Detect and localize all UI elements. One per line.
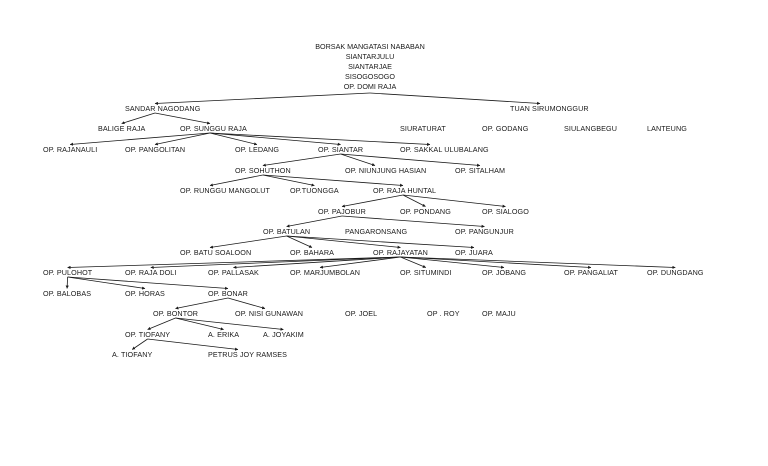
root-line: SISOGOSOGO <box>345 72 395 81</box>
node-tiofany: OP. TIOFANY <box>125 330 171 339</box>
root-ancestor-block: BORSAK MANGATASI NABABAN SIANTARJULU SIA… <box>300 42 440 92</box>
connector-raja_huntal-to-pajobur <box>341 194 404 208</box>
connector-siantar-to-niunjung <box>340 153 376 167</box>
node-roy: OP . ROY <box>427 309 460 318</box>
connector-rajayatan-to-marjumbolan <box>319 256 401 269</box>
node-bonar: OP. BONAR <box>208 289 248 298</box>
node-dungdang: OP. DUNGDANG <box>647 268 704 277</box>
node-batulan: OP. BATULAN <box>263 227 311 236</box>
node-pangunjur: OP. PANGUNJUR <box>455 227 514 236</box>
node-siantar: OP. SIANTAR <box>318 145 364 154</box>
node-joel: OP. JOEL <box>345 309 378 318</box>
node-marjumbolan: OP. MARJUMBOLAN <box>290 268 361 277</box>
node-sakkal-ulubalang: OP. SAKKAL ULUBALANG <box>400 145 489 154</box>
connector-raja_huntal-to-sialogo <box>402 194 506 208</box>
node-rajayatan: OP. RAJAYATAN <box>373 248 428 257</box>
node-sohuthon: OP. SOHUTHON <box>235 166 291 175</box>
connector-sunggu_raja-to-ledang <box>209 132 258 146</box>
connector-rajayatan-to-jobang <box>400 256 505 269</box>
node-petrus-joy-ramses: PETRUS JOY RAMSES <box>208 350 288 359</box>
connector-sandar_nagodang-to-baliga_raja <box>121 112 156 125</box>
root-line: BORSAK MANGATASI NABABAN <box>315 42 425 51</box>
node-batu-soaloon: OP. BATU SOALOON <box>180 248 252 257</box>
connector-tiofany-to-petrus <box>147 338 239 351</box>
connector-sohuthon-to-raja_huntal <box>262 174 404 187</box>
node-a-tiofany: A. TIOFANY <box>112 350 153 359</box>
node-niunjung-hasian: OP. NIUNJUNG HASIAN <box>345 166 427 175</box>
connector-batulan-to-rajayatan <box>286 235 401 249</box>
connector-pulohot-to-horas <box>67 276 146 290</box>
node-pajobur: OP. PAJOBUR <box>318 207 366 216</box>
node-horas: OP. HORAS <box>125 289 165 298</box>
connector-sunggu_raja-to-rajanauli <box>69 132 211 146</box>
root-line: SIANTARJULU <box>345 52 395 61</box>
connector-rajayatan-to-raja_doli <box>150 256 401 269</box>
node-joyakim: A. JOYAKIM <box>263 330 304 339</box>
connector-root-to-sandar_nagodang <box>154 92 371 105</box>
connector-sohuthon-to-runggu <box>209 174 263 187</box>
connector-sunggu_raja-to-sakkal <box>209 132 431 146</box>
node-jobang: OP. JOBANG <box>482 268 527 277</box>
connector-tiofany-to-a_tiofany <box>131 338 148 350</box>
node-situmindi: OP. SITUMINDI <box>400 268 452 277</box>
node-tuan-sirumonggur: TUAN SIRUMONGGUR <box>510 104 589 113</box>
connector-sohuthon-to-tuongga <box>262 174 315 187</box>
node-bontor: OP. BONTOR <box>153 309 199 318</box>
connector-rajayatan-to-situmindi <box>400 256 427 268</box>
connector-bonar-to-nisi <box>227 297 266 310</box>
node-sunggu-raja: OP. SUNGGU RAJA <box>180 124 247 133</box>
connector-bonar-to-bontor <box>175 297 229 310</box>
node-siuraturat: SIURATURAT <box>400 124 446 133</box>
node-raja-doli: OP. RAJA DOLI <box>125 268 177 277</box>
node-balige-raja: BALIGE RAJA <box>98 124 146 133</box>
connector-pajobur-to-batulan <box>286 215 343 228</box>
connector-batulan-to-juara <box>286 235 475 249</box>
node-juara: OP. JUARA <box>455 248 493 257</box>
connector-sandar_nagodang-to-sunggu_raja <box>154 112 211 125</box>
node-pangaronsang: PANGARONSANG <box>345 227 408 236</box>
node-pangaliat: OP. PANGALIAT <box>564 268 619 277</box>
node-godang: OP. GODANG <box>482 124 529 133</box>
node-ledang: OP. LEDANG <box>235 145 280 154</box>
connector-pulohot-to-bonar <box>67 276 229 290</box>
node-raja-huntal: OP. RAJA HUNTAL <box>373 186 437 195</box>
connector-rajayatan-to-pulohot <box>67 256 401 270</box>
node-erika: A. ERIKA <box>208 330 240 339</box>
connector-siantar-to-sohuthon <box>262 153 341 167</box>
connector-rajayatan-to-dungdang <box>400 256 676 269</box>
node-sitalham: OP. SITALHAM <box>455 166 506 175</box>
node-bahara: OP. BAHARA <box>290 248 335 257</box>
connector-rajayatan-to-pallasak <box>233 256 401 269</box>
node-tuongga: OP.TUONGGA <box>290 186 339 195</box>
connector-sunggu_raja-to-pangolitan <box>154 132 211 146</box>
connector-pulohot-to-balobas <box>65 276 69 289</box>
root-line: SIANTARJAE <box>348 62 392 71</box>
connector-root-to-tuan_sirumonggur <box>369 92 541 105</box>
node-siulangbegu: SIULANGBEGU <box>564 124 618 133</box>
connector-batulan-to-batu_soaloon <box>209 235 287 249</box>
connector-pajobur-to-pangunjur <box>341 215 485 228</box>
node-runggu-mangolut: OP. RUNGGU MANGOLUT <box>180 186 271 195</box>
root-line: OP. DOMI RAJA <box>343 82 397 91</box>
connector-siantar-to-sitalham <box>340 153 481 167</box>
connector-raja_huntal-to-pondang <box>402 194 426 207</box>
node-sialogo: OP. SIALOGO <box>482 207 529 216</box>
node-nisi-gunawan: OP. NISI GUNAWAN <box>235 309 304 318</box>
node-sandar-nagodang: SANDAR NAGODANG <box>125 104 201 113</box>
node-maju: OP. MAJU <box>482 309 516 318</box>
connector-rajayatan-to-pangaliat <box>400 256 592 269</box>
connector-sunggu_raja-to-siantar <box>209 132 341 146</box>
connector-bontor-to-tiofany <box>147 317 176 330</box>
connector-batulan-to-bahara <box>286 235 313 248</box>
node-lanteung: LANTEUNG <box>647 124 687 133</box>
node-pangolitan: OP. PANGOLITAN <box>125 145 186 154</box>
node-pulohot: OP. PULOHOT <box>43 268 93 277</box>
node-pondang: OP. PONDANG <box>400 207 451 216</box>
connector-bontor-to-joyakim <box>175 317 284 331</box>
node-pallasak: OP. PALLASAK <box>208 268 259 277</box>
node-balobas: OP. BALOBAS <box>43 289 92 298</box>
connector-bontor-to-erika <box>175 317 224 331</box>
node-rajanauli: OP. RAJANAULI <box>43 145 98 154</box>
